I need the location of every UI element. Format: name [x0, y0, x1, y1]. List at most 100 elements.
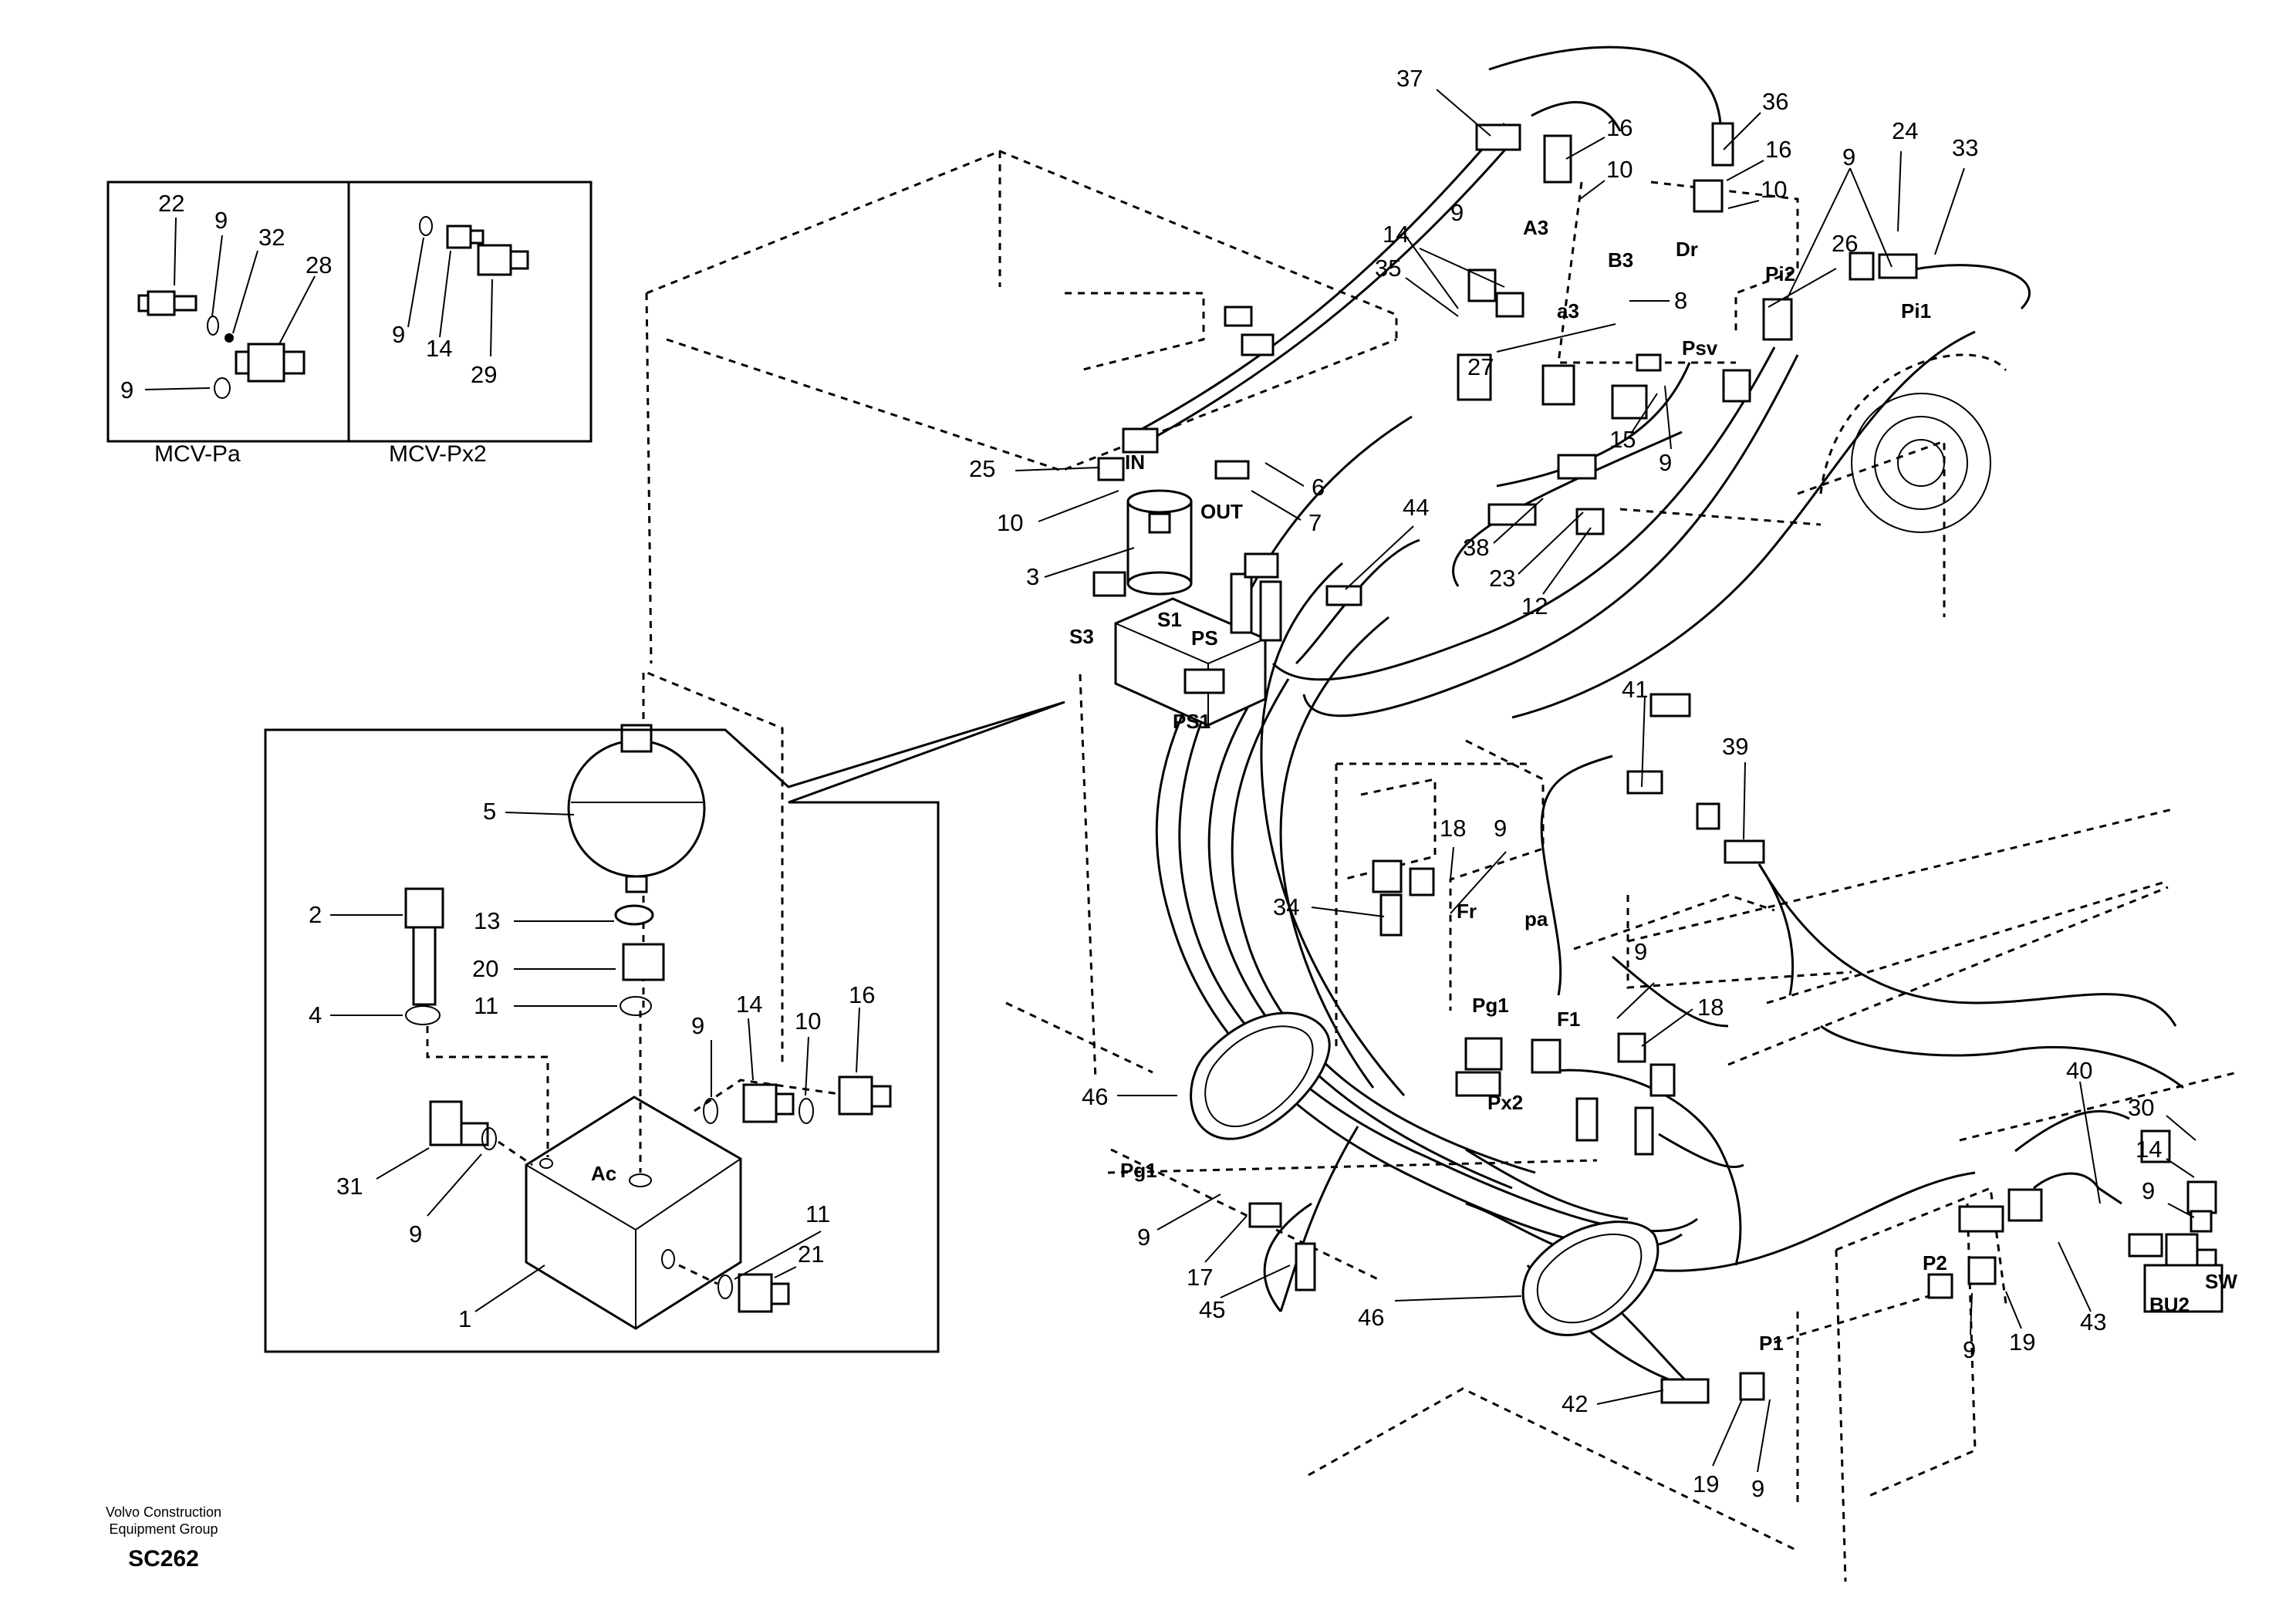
- callout-46a: 46: [1082, 1083, 1108, 1110]
- callout-18a: 18: [1440, 815, 1466, 842]
- callout-33: 33: [1952, 134, 1978, 161]
- callout-9d: 9: [1494, 815, 1507, 842]
- detail-callout-frame: [264, 701, 1065, 1353]
- footer-block: Volvo Construction Equipment Group SC262: [106, 1504, 221, 1572]
- detail-label-9a: 9: [691, 1012, 704, 1039]
- callout-45: 45: [1199, 1296, 1225, 1323]
- detail-parts: [404, 887, 892, 1313]
- callout-25: 25: [969, 455, 995, 482]
- detail-block: [525, 1096, 742, 1330]
- callout-9h: 9: [1963, 1336, 1976, 1363]
- callout-24: 24: [1892, 117, 1918, 144]
- hose-clamps: [1190, 1011, 1660, 1336]
- filter-canister: [1126, 489, 1193, 596]
- inset-label-9c: 9: [392, 321, 405, 348]
- callout-44: 44: [1403, 494, 1429, 521]
- callout-26: 26: [1832, 230, 1858, 257]
- callout-30: 30: [2128, 1094, 2154, 1121]
- port-p1: P1: [1759, 1332, 1784, 1355]
- port-px2: Px2: [1487, 1091, 1523, 1114]
- detail-label-14: 14: [736, 991, 762, 1018]
- inset-oring-9a: [207, 316, 219, 336]
- inset-caption-mcv-pa: MCV-Pa: [154, 441, 241, 467]
- port-a3-lower: a3: [1557, 299, 1579, 322]
- port-ps1: PS1: [1173, 710, 1210, 733]
- callout-34: 34: [1273, 893, 1299, 920]
- callout-37: 37: [1396, 65, 1423, 92]
- port-psv: Psv: [1682, 336, 1718, 360]
- callout-23: 23: [1489, 565, 1515, 592]
- port-pi2: Pi2: [1765, 262, 1795, 285]
- callout-3: 3: [1026, 563, 1039, 590]
- inset-label-29: 29: [471, 361, 497, 388]
- fittings-mid-right: [1372, 122, 1918, 1156]
- callout-9i: 9: [1751, 1475, 1764, 1502]
- callout-9c: 9: [1659, 449, 1672, 476]
- callout-10c: 10: [997, 509, 1023, 536]
- callout-19a: 19: [2009, 1329, 2035, 1356]
- detail-label-1: 1: [458, 1305, 471, 1332]
- machine-outline-dashed: [642, 150, 2238, 1582]
- port-in: IN: [1125, 451, 1145, 474]
- callout-43: 43: [2080, 1308, 2106, 1335]
- detail-label-4: 4: [309, 1001, 322, 1028]
- detail-label-31: 31: [336, 1173, 363, 1200]
- port-fr: Fr: [1457, 900, 1477, 923]
- callout-18b: 18: [1697, 994, 1724, 1021]
- callout-35: 35: [1375, 255, 1401, 282]
- inset-label-28: 28: [306, 252, 332, 279]
- callout-9a: 9: [1842, 143, 1855, 171]
- callout-14b: 14: [2136, 1136, 2162, 1163]
- port-b3: B3: [1608, 248, 1633, 272]
- callout-7: 7: [1308, 509, 1322, 536]
- port-pg1-upper: Pg1: [1472, 994, 1509, 1017]
- inset-label-14: 14: [426, 335, 452, 362]
- main-leaders: [1015, 89, 2196, 1473]
- inset-label-9a: 9: [214, 207, 228, 234]
- callout-9e: 9: [1634, 938, 1647, 965]
- callout-10a: 10: [1606, 156, 1633, 183]
- callout-39: 39: [1722, 733, 1748, 760]
- callout-41: 41: [1622, 676, 1648, 703]
- callout-16b: 16: [1765, 136, 1791, 163]
- port-dr: Dr: [1676, 238, 1698, 261]
- callout-42: 42: [1562, 1390, 1588, 1417]
- detail-label-16: 16: [849, 981, 875, 1008]
- footer-company-line2: Equipment Group: [109, 1521, 218, 1537]
- port-out: OUT: [1200, 500, 1243, 523]
- callout-46b: 46: [1358, 1304, 1384, 1331]
- callout-17: 17: [1187, 1264, 1213, 1291]
- port-s1: S1: [1157, 608, 1182, 631]
- detail-label-13: 13: [474, 907, 500, 934]
- callout-27: 27: [1467, 353, 1494, 380]
- detail-labels: 5 2 13 20 4 11 9 14 10 16 31 9 1 11 21 A…: [309, 798, 875, 1332]
- callout-40: 40: [2066, 1057, 2092, 1084]
- inset-ball-32: [225, 333, 234, 343]
- inset-caption-mcv-px2: MCV-Px2: [389, 441, 487, 467]
- port-pi1: Pi1: [1901, 299, 1931, 322]
- components: [404, 122, 2223, 1404]
- callout-38: 38: [1463, 534, 1489, 561]
- callout-9b: 9: [1450, 199, 1464, 226]
- valve-block-right: [1819, 353, 2007, 533]
- callout-10b: 10: [1761, 176, 1787, 203]
- footer-diagram-code: SC262: [128, 1546, 199, 1572]
- hose-lines: [1127, 46, 2184, 1390]
- callout-6: 6: [1312, 474, 1325, 501]
- inset-mcv-box: 22 9 32 28 9 9 14 29 MCV-Pa MCV-Px2: [106, 181, 593, 467]
- port-sw: SW: [2205, 1270, 2237, 1293]
- callout-36: 36: [1762, 88, 1788, 115]
- port-f1: F1: [1557, 1008, 1580, 1031]
- lower-right-fittings: [1248, 1129, 2223, 1404]
- callout-9g: 9: [2142, 1177, 2155, 1204]
- port-pa: pa: [1524, 907, 1548, 930]
- callout-14a: 14: [1383, 221, 1409, 248]
- inset-tee-28: [235, 343, 306, 383]
- port-labels: IN OUT S1 PS S3 PS1 A3 B3 a3 Dr Pi2 Pi1 …: [1069, 216, 2237, 1355]
- detail-label-9b: 9: [409, 1221, 422, 1248]
- port-pg1-lower: Pg1: [1120, 1159, 1157, 1182]
- inset-elbow-29: [477, 244, 529, 276]
- port-p2: P2: [1923, 1251, 1947, 1275]
- detail-label-2: 2: [309, 901, 322, 928]
